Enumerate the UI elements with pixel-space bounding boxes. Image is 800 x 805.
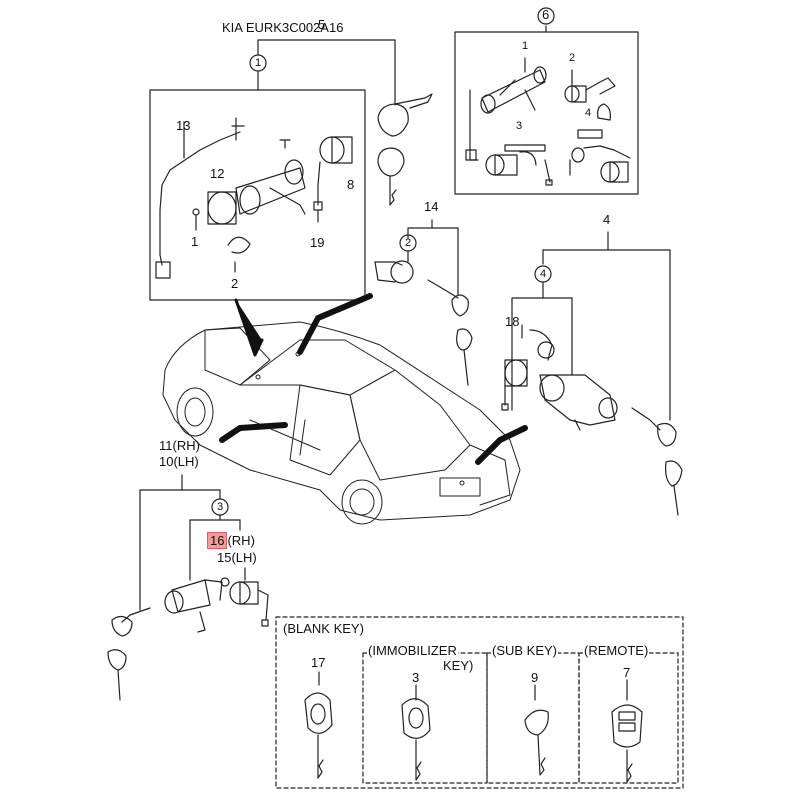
- callout-3-inset: 3: [516, 120, 523, 132]
- leader-5: [257, 39, 396, 106]
- callout-10-lh: 10(LH): [159, 454, 199, 469]
- callout-15-lh: 15(LH): [217, 550, 257, 565]
- lock-cylinder-2: [390, 260, 414, 284]
- immobilizer-key-3: [401, 698, 431, 739]
- callout-4-inset: 4: [585, 107, 592, 119]
- group-immobilizer-key-line2: KEY): [443, 658, 474, 673]
- callout-8: 8: [347, 177, 355, 192]
- key-panel: [275, 616, 684, 789]
- pointer-ignition: [234, 298, 264, 357]
- door-lock-cylinder: [171, 579, 211, 613]
- leader-10-11: [139, 474, 183, 611]
- callout-4-right: 4: [603, 212, 611, 227]
- leader-14: [407, 227, 459, 296]
- group-sub-key: (SUB KEY): [491, 643, 559, 658]
- callout-1-mech: 1: [191, 234, 199, 249]
- pointer-door-top: [297, 293, 373, 355]
- group-blank-key: (BLANK KEY): [282, 621, 365, 636]
- connector-13: [155, 261, 171, 279]
- callout-6: 6: [542, 7, 550, 22]
- ref-5: 5: [318, 17, 326, 32]
- sub-key-9: [524, 709, 549, 736]
- callout-2-mid: 2: [405, 237, 412, 249]
- callout-16-highlight: 16: [207, 532, 228, 549]
- leader-4-right: [542, 249, 671, 421]
- trunk-lock-body: [539, 374, 616, 426]
- callout-19: 19: [310, 235, 325, 250]
- group-remote: (REMOTE): [583, 643, 650, 658]
- group-immobilizer-key-line1: (IMMOBILIZER: [367, 643, 458, 658]
- callout-2-mech: 2: [231, 276, 239, 291]
- callout-3-key: 3: [412, 670, 420, 685]
- remote-key-7: [611, 704, 643, 748]
- callout-12: 12: [210, 166, 225, 181]
- callout-18: 18: [505, 314, 520, 329]
- pointer-door: [219, 422, 288, 443]
- callout-7: 7: [623, 665, 631, 680]
- ignition-switch-12: [207, 191, 237, 225]
- key-5-upper: [377, 103, 409, 137]
- pointer-trunk: [475, 425, 528, 465]
- callout-16-rh: 16(RH): [207, 532, 255, 549]
- callout-4-sub: 4: [540, 268, 547, 280]
- lock-housing: [235, 167, 306, 215]
- key-5-lower: [377, 147, 405, 177]
- blank-key-17: [304, 692, 333, 734]
- ref-16: 16: [329, 20, 344, 35]
- callout-3-door: 3: [217, 501, 224, 513]
- callout-1-top: 1: [255, 57, 262, 69]
- callout-9: 9: [531, 670, 539, 685]
- cable-13: [159, 131, 241, 266]
- callout-11-rh: 11(RH): [159, 438, 200, 453]
- callout-1-inset: 1: [522, 40, 529, 52]
- callout-13: 13: [176, 118, 191, 133]
- car-body: [162, 321, 521, 525]
- callout-2-inset: 2: [569, 52, 576, 64]
- callout-16-suffix: (RH): [227, 533, 255, 548]
- diagram-code: KIA EURK3C002A: [222, 20, 329, 35]
- callout-17: 17: [311, 655, 326, 670]
- callout-14: 14: [424, 199, 439, 214]
- clip-2: [227, 236, 251, 254]
